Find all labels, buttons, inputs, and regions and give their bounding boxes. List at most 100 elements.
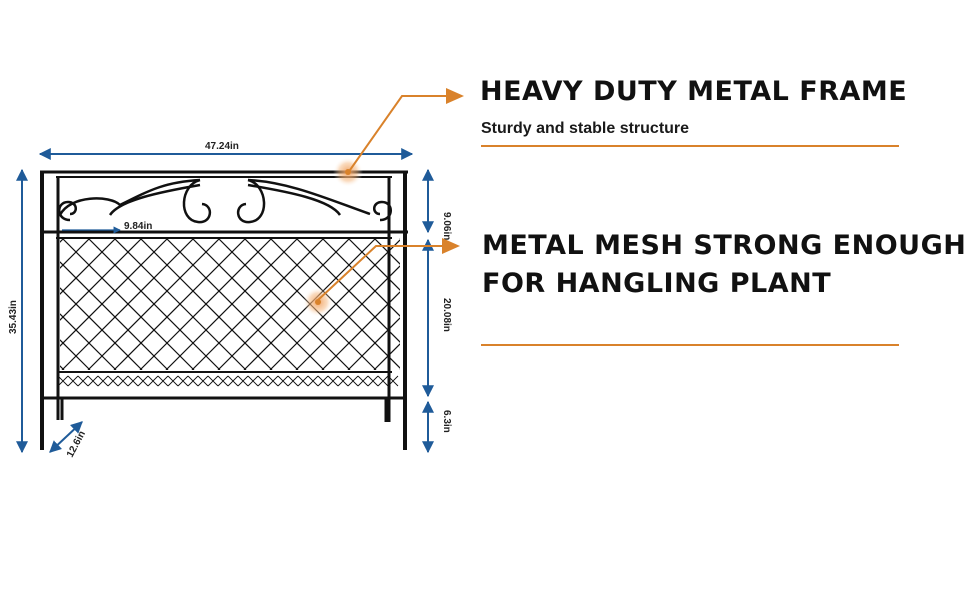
lattice-segment [217, 375, 229, 382]
lattice-segment [227, 375, 239, 382]
scroll-decoration [58, 178, 392, 224]
mesh-wire [295, 265, 400, 370]
lattice-segment [367, 375, 379, 382]
lattice-segment [287, 380, 299, 387]
feature-title-frame: HEAVY DUTY METAL FRAME [480, 76, 908, 107]
lattice-segment [147, 375, 159, 382]
lattice-segment [257, 375, 269, 382]
lattice-segment [277, 380, 289, 387]
lattice-segment [247, 380, 259, 387]
lattice-segment [127, 375, 139, 382]
callout-arrowhead-1 [446, 88, 464, 104]
lattice-segment [77, 380, 89, 387]
lattice-segment [57, 380, 69, 387]
lattice-segment [77, 375, 89, 382]
mesh-wire [0, 238, 38, 370]
dim-top-height-label: 9.06in [441, 212, 452, 240]
lower-lattice [57, 375, 399, 387]
lattice-segment [357, 375, 369, 382]
mesh-wire [347, 317, 400, 370]
mesh-wire [61, 238, 195, 370]
dim-leg-height-label: 6.3in [441, 410, 452, 433]
lattice-segment [117, 375, 129, 382]
lattice-segment [97, 380, 109, 387]
lattice-segment [237, 375, 249, 382]
lattice-segment [187, 375, 199, 382]
mesh-wire [347, 238, 400, 291]
mesh-wire [191, 238, 325, 370]
lattice-segment [317, 380, 329, 387]
lattice-segment [177, 380, 189, 387]
lattice-segment [247, 375, 259, 382]
mesh-wire [0, 238, 38, 370]
lattice-segment [357, 380, 369, 387]
mesh-wire [60, 238, 117, 295]
lattice-segment [207, 375, 219, 382]
lattice-segment [347, 375, 359, 382]
lattice-segment [157, 375, 169, 382]
lattice-segment [327, 380, 339, 387]
lattice-segment [67, 375, 79, 382]
lattice-segment [127, 380, 139, 387]
dim-shelf-depth-label: 9.84in [124, 221, 152, 232]
lattice-segment [107, 380, 119, 387]
lattice-segment [267, 380, 279, 387]
lattice-segment [377, 380, 389, 387]
mesh-wire [113, 238, 247, 370]
lattice-segment [327, 375, 339, 382]
lattice-segment [157, 380, 169, 387]
mesh-wire [60, 313, 117, 370]
dim-mesh-height-label: 20.08in [441, 298, 452, 332]
lattice-segment [167, 375, 179, 382]
frame-highlight-dot [345, 169, 351, 175]
lattice-segment [297, 375, 309, 382]
callout-arrowhead-2 [442, 238, 460, 254]
feature-title-mesh-line2: FOR HANGLING PLANT [482, 268, 832, 299]
callout-arrows [317, 95, 446, 301]
lattice-segment [317, 375, 329, 382]
lattice-segment [307, 380, 319, 387]
dim-total-height-label: 35.43in [8, 300, 19, 334]
feature-divider-2 [481, 344, 899, 346]
mesh-wire [87, 238, 221, 370]
lattice-segment [337, 380, 349, 387]
lattice-segment [197, 375, 209, 382]
lattice-segment [297, 380, 309, 387]
metal-mesh [0, 238, 400, 370]
lattice-segment [207, 380, 219, 387]
lattice-segment [267, 375, 279, 382]
lattice-segment [167, 380, 179, 387]
lattice-segment [87, 380, 99, 387]
lattice-segment [97, 375, 109, 382]
lattice-segment [87, 375, 99, 382]
mesh-wire [165, 238, 299, 370]
lattice-segment [177, 375, 189, 382]
mesh-wire [60, 238, 143, 321]
dim-width-label: 47.24in [205, 141, 239, 152]
lattice-segment [197, 380, 209, 387]
lattice-segment [377, 375, 389, 382]
mesh-wire [373, 343, 400, 370]
lattice-segment [67, 380, 79, 387]
lattice-segment [277, 375, 289, 382]
mesh-wire [217, 238, 351, 370]
feature-title-mesh-line1: METAL MESH STRONG ENOUGH [482, 230, 967, 261]
lattice-segment [337, 375, 349, 382]
lattice-segment [307, 375, 319, 382]
dimension-lines [16, 148, 434, 454]
mesh-wire [139, 238, 273, 370]
feature-divider-1 [481, 145, 899, 147]
mesh-wire [373, 238, 400, 265]
lattice-segment [107, 375, 119, 382]
lattice-segment [287, 375, 299, 382]
lattice-segment [387, 380, 399, 387]
feature-subtitle-frame: Sturdy and stable structure [481, 120, 690, 137]
lattice-segment [137, 375, 149, 382]
lattice-segment [147, 380, 159, 387]
metal-frame [40, 170, 408, 450]
lattice-segment [217, 380, 229, 387]
mesh-wire [60, 238, 91, 269]
lattice-segment [237, 380, 249, 387]
